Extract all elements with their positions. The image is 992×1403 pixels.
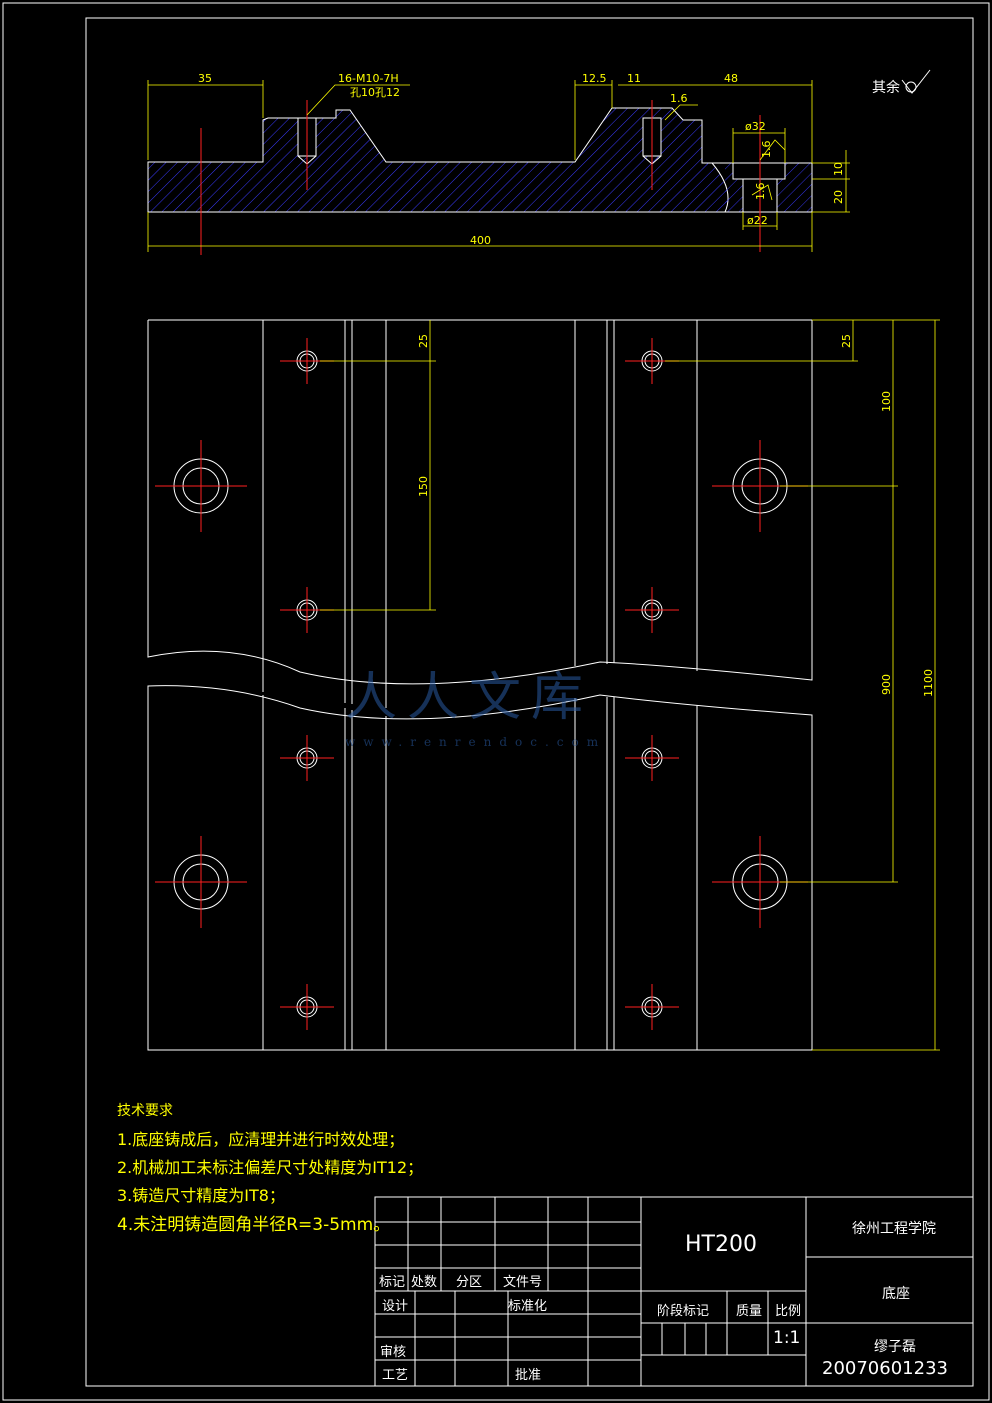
tapped-hole xyxy=(280,735,334,781)
section-profile xyxy=(147,107,729,213)
label-biaoji: 标记 xyxy=(379,1275,406,1290)
dim-10: 10 xyxy=(832,162,845,176)
dim-20: 20 xyxy=(832,190,845,204)
label-shenhe: 审核 xyxy=(380,1345,407,1360)
tech-req-item: 4.未注明铸造圆角半径R=3-5mm。 xyxy=(117,1215,391,1235)
label-sheji: 设计 xyxy=(382,1299,409,1314)
dim-dia22: ø22 xyxy=(747,214,768,227)
section-view: 35 16-M10-7H 孔10孔12 12.5 11 48 1.6 ø32 1… xyxy=(147,69,931,255)
label-fenqu: 分区 xyxy=(456,1275,483,1290)
counterbored-hole xyxy=(155,440,247,532)
counterbored-hole xyxy=(155,836,247,928)
label-wenjianhao: 文件号 xyxy=(503,1275,543,1290)
tapped-hole xyxy=(625,984,679,1030)
student-id: 20070601233 xyxy=(822,1358,948,1379)
thread-note-2: 孔10孔12 xyxy=(350,86,400,99)
part-name: 底座 xyxy=(882,1286,910,1302)
label-biaozhunhua: 标准化 xyxy=(508,1299,548,1314)
surface-note: 其余 xyxy=(872,79,900,96)
tech-req-item: 3.铸造尺寸精度为IT8； xyxy=(117,1186,285,1205)
tech-req-item: 1.底座铸成后，应清理并进行时效处理； xyxy=(117,1130,405,1149)
tapped-hole xyxy=(625,735,679,781)
dim-100: 100 xyxy=(880,391,893,412)
label-jieduan: 阶段标记 xyxy=(657,1304,710,1319)
material: HT200 xyxy=(685,1232,757,1257)
counterbore-top xyxy=(732,162,786,180)
school-name: 徐州工程学院 xyxy=(852,1221,936,1237)
dim-900: 900 xyxy=(880,674,893,695)
dim-1100: 1100 xyxy=(922,669,935,697)
dim-12-5: 12.5 xyxy=(582,72,607,85)
tapped-hole xyxy=(280,984,334,1030)
dim-35: 35 xyxy=(198,72,212,85)
dim-400: 400 xyxy=(470,234,491,247)
thread-note-1: 16-M10-7H xyxy=(338,72,399,85)
dim-25-right: 25 xyxy=(840,334,853,348)
label-zhiliang: 质量 xyxy=(736,1304,763,1319)
watermark-logo: 人人文库 xyxy=(345,668,594,728)
tech-req-item: 2.机械加工未标注偏差尺寸处精度为IT12； xyxy=(117,1158,424,1177)
label-bili: 比例 xyxy=(775,1304,802,1319)
dim-48: 48 xyxy=(724,72,738,85)
title-block xyxy=(374,1196,974,1387)
roughness-side-1: 1.6 xyxy=(760,141,773,159)
roughness-side-2: 1.6 xyxy=(754,183,767,201)
roughness-symbol-icon xyxy=(901,69,931,94)
roughness-top: 1.6 xyxy=(670,92,688,105)
watermark-url: www.renrendoc.com xyxy=(345,735,607,749)
label-gongyi: 工艺 xyxy=(382,1368,409,1383)
tapped-hole xyxy=(625,338,679,384)
dim-11: 11 xyxy=(627,72,641,85)
scale-value: 1:1 xyxy=(773,1328,801,1348)
tapped-hole xyxy=(625,587,679,633)
designer-name: 缪子磊 xyxy=(874,1339,916,1355)
label-chushu: 处数 xyxy=(411,1275,438,1290)
dim-25-left: 25 xyxy=(417,334,430,348)
dim-150: 150 xyxy=(417,476,430,497)
label-pizhun: 批准 xyxy=(515,1368,542,1383)
tech-req-title: 技术要求 xyxy=(117,1103,173,1119)
dim-dia32: ø32 xyxy=(745,120,766,133)
roughness-circle-icon xyxy=(905,81,917,93)
plan-view: 25 150 25 100 900 1100 xyxy=(147,319,940,1051)
